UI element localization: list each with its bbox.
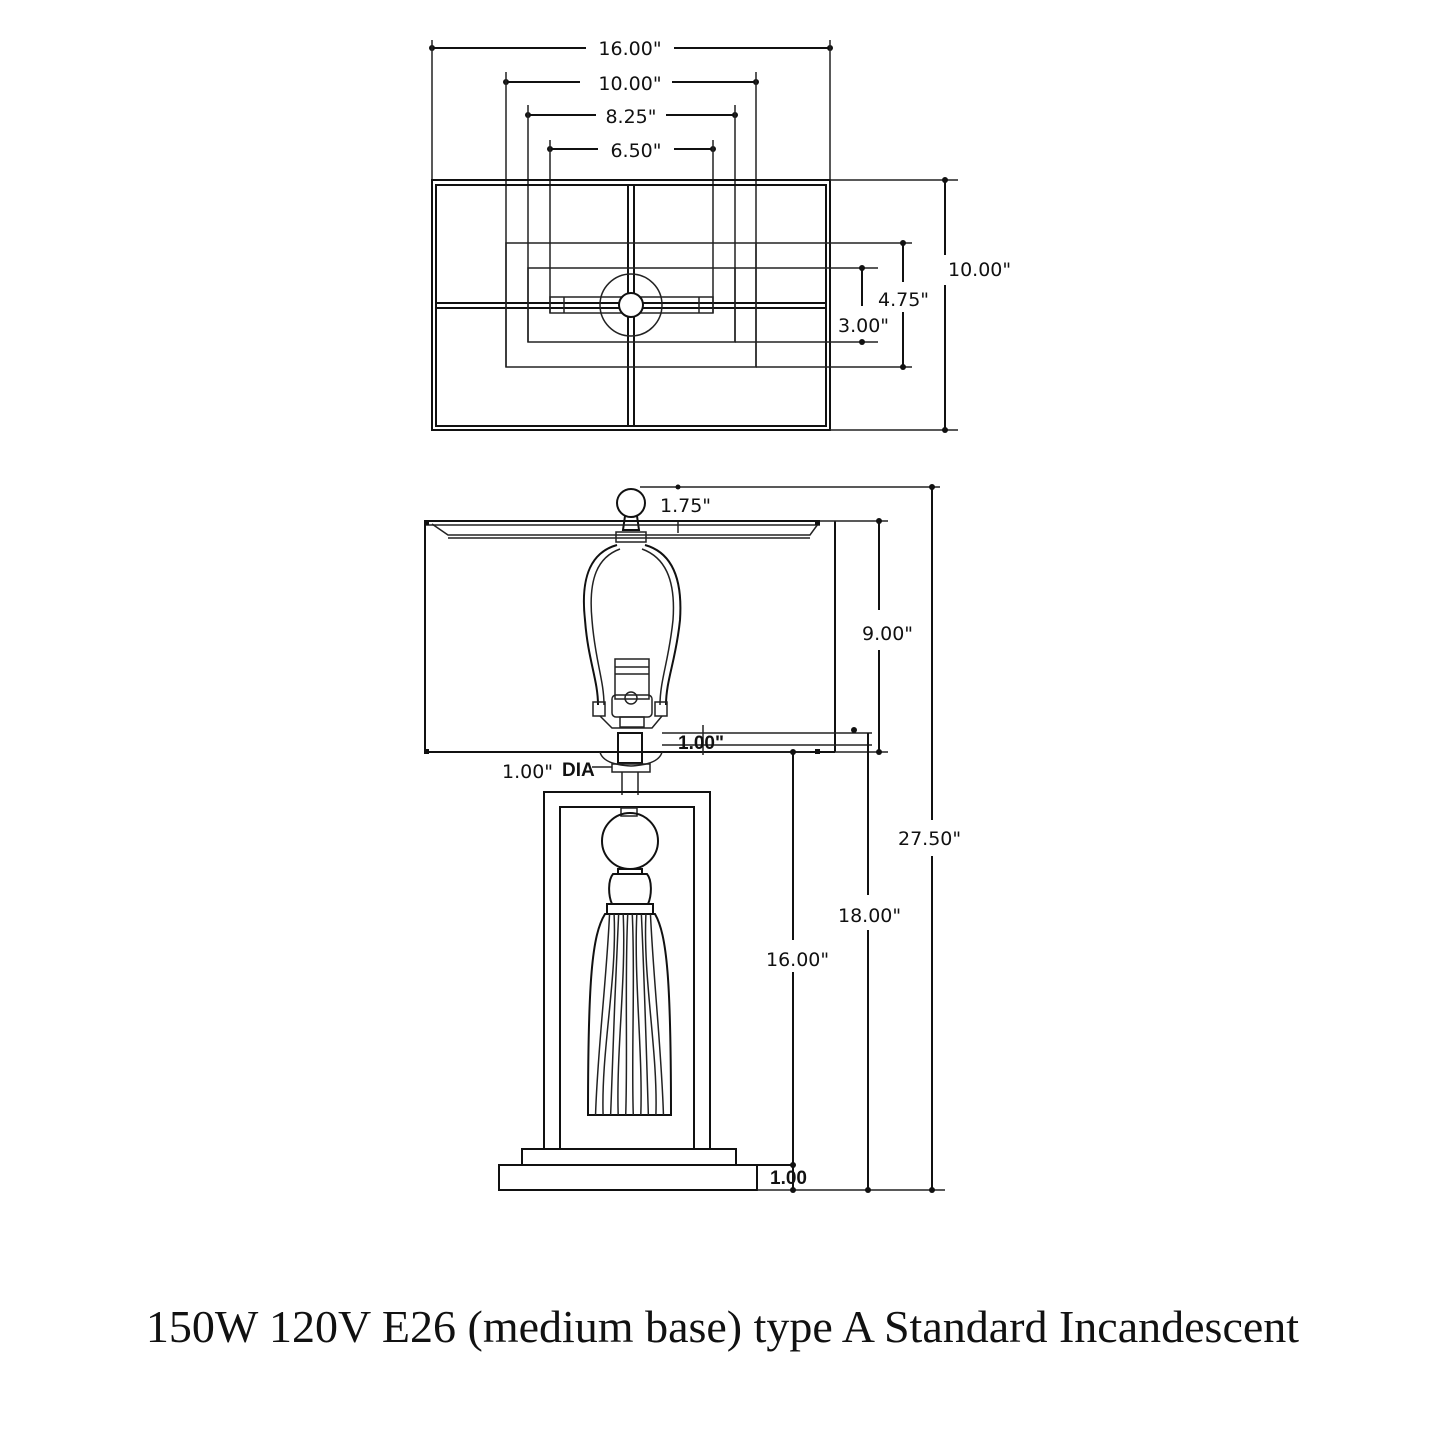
base-footprint-rect [505, 242, 757, 368]
tassel-pleat [649, 913, 665, 1116]
front-view: 1.75" [424, 484, 961, 1193]
width-label-10: 10.00" [598, 73, 661, 95]
width-dim-16: 16.00" [429, 38, 833, 180]
bulb-socket [611, 658, 653, 728]
tassel-pleat [602, 913, 616, 1116]
neck-height-label: 1.00" [678, 733, 724, 754]
neck-dia-value: 1.00" [502, 761, 553, 783]
lampshade [424, 520, 836, 754]
tassel-pleat [635, 913, 642, 1116]
tassel-pleat [644, 913, 657, 1116]
finial-height-label: 1.75" [660, 495, 711, 517]
width-label-825: 8.25" [605, 106, 656, 128]
overall-height-label: 27.50" [898, 828, 961, 850]
tassel-pleat [631, 913, 635, 1116]
base-to-socket-label: 16.00" [766, 949, 829, 971]
finial-circle [618, 292, 644, 318]
harp [583, 531, 682, 729]
height-dim-10: 10.00" [830, 177, 1011, 433]
finial [616, 488, 646, 518]
width-dim-650: 6.50" [547, 140, 716, 313]
plinth-height-label: 1.00 [770, 1168, 807, 1189]
tassel-pleat [594, 913, 611, 1116]
bulb-spec-caption: 150W 120V E26 (medium base) type A Stand… [145, 1301, 1300, 1352]
height-label-3: 3.00" [838, 315, 889, 337]
harp-circle [599, 273, 663, 337]
height-label-10: 10.00" [948, 259, 1011, 281]
body-footprint-rect [527, 267, 736, 343]
height-label-475: 4.75" [878, 289, 929, 311]
tassel-pleat [609, 913, 620, 1116]
finial-stem [621, 515, 641, 531]
base-plinth [498, 1148, 795, 1191]
top-view: 16.00" 10.00" 8.25" 6.50" [429, 38, 1011, 433]
tassel-ornament [586, 807, 673, 1116]
tassel-pleat [640, 913, 650, 1116]
shade-outline-inner [435, 184, 827, 427]
width-label-650: 6.50" [610, 140, 661, 162]
tassel-body [586, 913, 673, 1116]
width-label-16: 16.00" [598, 38, 661, 60]
shade-height-label: 9.00" [862, 623, 913, 645]
height-dim-475: 4.75" [756, 240, 929, 370]
neck-dia-unit: DIA [562, 760, 595, 781]
tassel-pleat [624, 913, 629, 1116]
shade-outline-outer [431, 179, 831, 431]
neck [599, 732, 663, 795]
height-dim-3: 3.00" [735, 265, 889, 345]
tassel-pleat [617, 913, 625, 1116]
base-to-shade-label: 18.00" [838, 905, 901, 927]
